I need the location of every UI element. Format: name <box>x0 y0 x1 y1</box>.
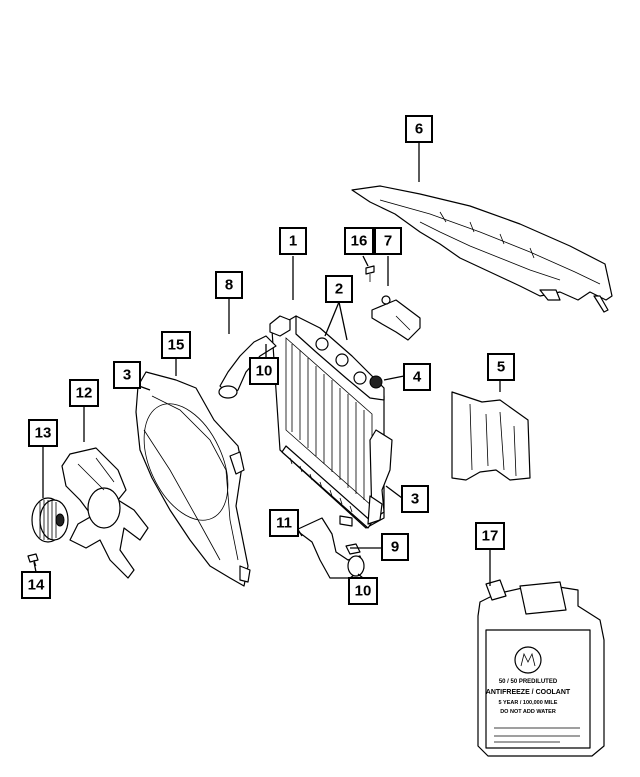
callout-12: 12 <box>69 379 99 407</box>
air-deflector-part <box>451 391 531 481</box>
callout-11-label: 11 <box>276 515 292 532</box>
callout-17: 17 <box>475 522 505 550</box>
lower-hose-part <box>295 517 365 579</box>
bolt-part-16 <box>365 265 375 282</box>
callout-6: 6 <box>405 115 433 143</box>
callout-3-upper: 3 <box>113 361 141 389</box>
mount-bracket-part <box>371 295 421 341</box>
callout-11: 11 <box>269 509 299 537</box>
upper-crossmember-part <box>351 185 613 313</box>
callout-10-upper: 10 <box>249 357 279 385</box>
fan-shroud-part <box>135 371 251 587</box>
callout-3-lower-label: 3 <box>411 491 419 508</box>
callout-17-label: 17 <box>482 528 499 545</box>
callout-16: 16 <box>344 227 374 255</box>
jug-label-line3: 5 YEAR / 100,000 MILE <box>499 700 558 706</box>
callout-9: 9 <box>381 533 409 561</box>
callout-7: 7 <box>374 227 402 255</box>
jug-label-line2: ANTIFREEZE / COOLANT <box>486 689 571 696</box>
upper-hose-part <box>218 335 277 399</box>
callout-8-label: 8 <box>225 277 233 294</box>
callout-6-label: 6 <box>415 121 423 138</box>
callout-15: 15 <box>161 331 191 359</box>
callout-13-label: 13 <box>35 425 52 442</box>
fan-clutch-part <box>31 497 69 543</box>
callout-8: 8 <box>215 271 243 299</box>
leader-lines <box>33 142 501 586</box>
callout-5: 5 <box>487 353 515 381</box>
callout-12-label: 12 <box>76 385 93 402</box>
callout-4: 4 <box>403 363 431 391</box>
callout-1-label: 1 <box>289 233 297 250</box>
callout-7-label: 7 <box>384 233 392 250</box>
callout-10-lower-label: 10 <box>355 583 372 600</box>
callout-5-label: 5 <box>497 359 505 376</box>
callout-4-label: 4 <box>413 369 422 386</box>
callout-15-label: 15 <box>168 337 185 354</box>
callout-14: 14 <box>21 571 51 599</box>
callout-10-upper-label: 10 <box>256 363 273 380</box>
coolant-jug-part: 50 / 50 PREDILUTED ANTIFREEZE / COOLANT … <box>477 579 605 757</box>
callout-3-upper-label: 3 <box>123 367 131 384</box>
callout-3-lower: 3 <box>401 485 429 513</box>
callout-1: 1 <box>279 227 307 255</box>
jug-label-line4: DO NOT ADD WATER <box>500 709 556 715</box>
fan-blade-part <box>61 447 149 579</box>
callout-9-label: 9 <box>391 539 399 556</box>
radiator-part <box>269 315 393 529</box>
callout-16-label: 16 <box>351 233 368 250</box>
callout-13: 13 <box>28 419 58 447</box>
callout-10-lower: 10 <box>348 577 378 605</box>
callout-2-label: 2 <box>335 281 343 298</box>
jug-label-line1: 50 / 50 PREDILUTED <box>499 679 558 685</box>
bolt-part-14 <box>27 553 39 567</box>
callout-2: 2 <box>325 275 353 303</box>
callout-14-label: 14 <box>28 577 45 594</box>
